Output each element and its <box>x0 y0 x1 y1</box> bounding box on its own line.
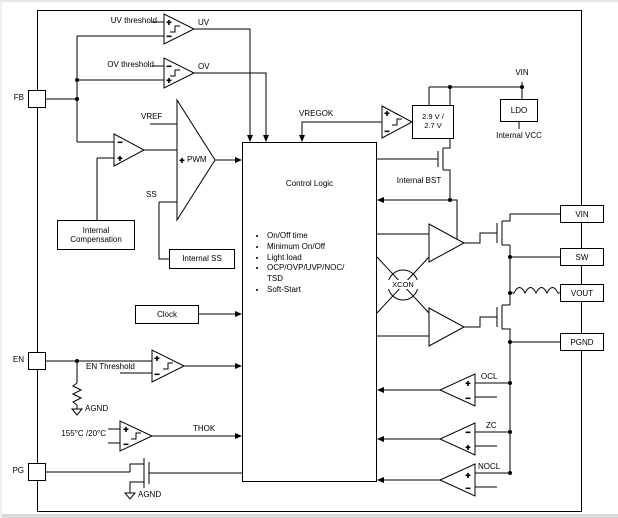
minus-sign: − <box>385 127 390 136</box>
hysteresis-icon <box>170 25 180 33</box>
pin-fb <box>28 90 46 108</box>
minus-sign: − <box>466 394 471 403</box>
control-logic-feature-list: On/Off time Minimum On/Off Light load OC… <box>253 231 373 296</box>
plus-sign: + <box>167 18 172 27</box>
gate-driver-low <box>428 304 511 347</box>
ocl-label: OCL <box>481 372 498 381</box>
plus-sign: + <box>124 425 129 434</box>
vregok-comparator: + − <box>301 87 430 139</box>
uv-label: UV <box>198 18 210 27</box>
minus-sign: − <box>466 484 471 493</box>
control-logic-title: Control Logic <box>285 179 334 188</box>
minus-sign: − <box>167 62 172 71</box>
agnd-en-label: AGND <box>85 404 109 413</box>
vin-top-label: VIN <box>515 68 529 77</box>
resistor <box>71 382 83 406</box>
plus-sign: + <box>118 154 123 163</box>
plus-sign: + <box>180 156 185 165</box>
hysteresis-icon <box>163 362 173 370</box>
list-item: Soft-Start <box>267 285 373 296</box>
internal-vcc-label: Internal VCC <box>496 131 542 140</box>
agnd-pg-label: AGND <box>138 490 162 499</box>
vreg-threshold-block: 2.9 V / 2.7 V <box>412 105 454 139</box>
bst-mosfet <box>377 87 458 239</box>
vin-ldo-net <box>429 82 523 129</box>
ground-icon <box>123 492 137 500</box>
minus-sign: − <box>155 370 160 379</box>
minus-sign: − <box>466 428 471 437</box>
nocl-label: NOCL <box>478 462 501 471</box>
power-rails <box>509 245 560 473</box>
ov-comparator: − + <box>163 57 267 138</box>
hysteresis-icon <box>131 432 141 440</box>
gate-driver-high <box>428 213 560 263</box>
error-amplifier: − + <box>96 123 237 260</box>
pin-sw: SW <box>560 248 604 266</box>
list-item: Minimum On/Off <box>267 242 373 253</box>
en-threshold-label: EN Threshold <box>86 362 135 371</box>
ground-icon <box>70 408 84 416</box>
zc-label: ZC <box>486 421 497 430</box>
pin-en-label: EN <box>12 355 24 364</box>
pg-mosfet <box>46 458 242 500</box>
vregok-label: VREGOK <box>299 109 334 118</box>
fb-net <box>46 21 164 143</box>
thermal-comparator: + − <box>108 420 237 452</box>
control-logic-block: Control Logic On/Off time Minimum On/Off… <box>242 142 377 482</box>
clock-block: Clock <box>135 305 199 324</box>
window-edge <box>2 514 618 518</box>
zc-comparator: − + <box>383 422 510 456</box>
minus-sign: − <box>167 32 172 41</box>
minus-sign: − <box>124 440 129 449</box>
list-item: OCP/OVP/UVP/NOC/ TSD <box>267 263 373 285</box>
ocl-comparator: + − <box>383 373 510 407</box>
pin-vout: VOUT <box>560 284 604 302</box>
plus-sign: + <box>167 76 172 85</box>
pin-pg-label: PG <box>12 466 24 475</box>
list-item: On/Off time <box>267 231 373 242</box>
thok-label: THOK <box>193 424 216 433</box>
uv-threshold-label: UV threshold <box>110 16 157 25</box>
pin-pgnd: PGND <box>560 333 604 351</box>
plus-sign: + <box>466 443 471 452</box>
arrowheads <box>235 135 384 483</box>
plus-sign: + <box>155 354 160 363</box>
list-item: Light load <box>267 253 373 264</box>
internal-bst-label: Internal BST <box>396 176 442 185</box>
xcon-label: XCON <box>387 280 419 289</box>
internal-compensation-block: Internal Compensation <box>57 220 135 250</box>
minus-sign: − <box>118 138 123 147</box>
pwm-comparator: + <box>176 98 216 222</box>
pin-pg <box>28 463 46 481</box>
pwm-label: PWM <box>187 155 207 164</box>
ov-label: OV <box>198 62 210 71</box>
plus-sign: + <box>466 379 471 388</box>
internal-ss-block: Internal SS <box>169 249 235 269</box>
inductor <box>510 287 560 295</box>
ov-threshold-label: OV threshold <box>107 60 154 69</box>
pin-fb-label: FB <box>13 93 24 102</box>
vref-label: VREF <box>141 112 163 121</box>
pin-vin: VIN <box>560 205 604 223</box>
pin-en <box>28 352 46 370</box>
uv-comparator: + − <box>163 13 251 138</box>
junction-dots <box>75 78 524 475</box>
temp-threshold-label: 155°C /20°C <box>61 429 106 438</box>
ss-label: SS <box>146 190 157 199</box>
plus-sign: + <box>466 471 471 480</box>
en-comparator: + − <box>46 349 237 416</box>
hysteresis-icon <box>170 69 180 77</box>
hysteresis-icon <box>392 118 402 126</box>
ldo-block: LDO <box>500 99 538 122</box>
nocl-comparator: + − <box>383 463 510 497</box>
plus-sign: + <box>385 109 390 118</box>
